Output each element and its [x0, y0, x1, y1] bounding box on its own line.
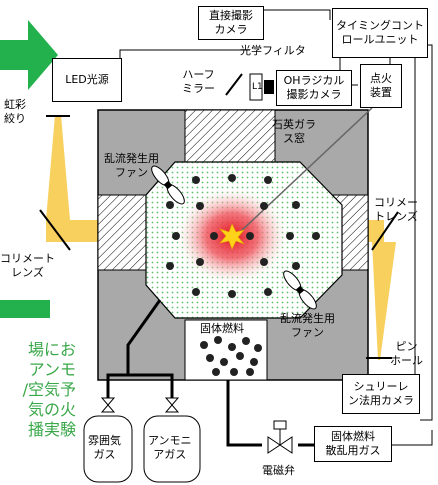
fuel-particle-dot [220, 358, 228, 366]
fuel-particle-dot [200, 341, 208, 349]
particle-dot [166, 262, 174, 270]
filter-mark-label: L1 [252, 82, 263, 92]
optical-filter-label: 光学フィルタ [240, 44, 306, 57]
solid-fuel-gas-box: 固体燃料 散乱用ガス [314, 426, 392, 462]
particle-dot [172, 232, 180, 240]
oh-camera-box: OHラジカル 撮影カメラ [276, 70, 352, 106]
particle-dot [292, 201, 300, 209]
particle-dot [312, 232, 320, 240]
light-beam-vertical-right [372, 242, 396, 360]
quartz-window-label: 石英ガラ ス窓 [272, 118, 316, 145]
particle-dot [196, 258, 204, 266]
particle-dot [264, 288, 272, 296]
ignition-electrode [239, 107, 373, 233]
spark-icon [219, 223, 245, 250]
window-left [97, 194, 147, 271]
particles-layer [166, 174, 320, 298]
particle-dot [166, 201, 174, 209]
solenoid-valve-label: 電磁弁 [262, 464, 295, 477]
wire-timing-right [420, 44, 433, 421]
collimator-lens-left-icon [39, 209, 71, 251]
fan-bottom-label: 乱流発生用 ファン [280, 312, 335, 339]
particle-dot [260, 258, 268, 266]
fuel-particle-dot [228, 343, 236, 351]
ammonia-gas-label: アンモニ アガス [148, 434, 192, 461]
particle-dot [246, 232, 254, 240]
particle-dot [292, 262, 300, 270]
collimator-right-label: コリメー トレンズ [374, 196, 418, 223]
light-beam-vertical-left [46, 115, 70, 220]
direct-camera-box: 直接撮影 カメラ [198, 6, 264, 40]
fuel-particle-dot [236, 352, 244, 360]
solid-fuel-label: 固体燃料 [200, 322, 244, 335]
fuel-particle-dot [254, 344, 262, 352]
collimator-left-label: コリメート レンズ [0, 252, 55, 279]
fuel-particle-dot [246, 368, 254, 376]
green-arrow-icon [0, 20, 58, 90]
fan-top-icon [151, 165, 185, 205]
valve-ammonia-icon [164, 397, 180, 413]
particle-dot [264, 176, 272, 184]
gas-pipe-solid-fuel [226, 380, 262, 447]
fuel-particle-dot [206, 354, 214, 362]
collimator-lens-right-icon [371, 211, 399, 251]
gas-pipe-chamber [126, 299, 162, 365]
particle-dot [228, 174, 236, 182]
cylinder-ammonia [143, 415, 201, 483]
solenoid-valve-icon [267, 420, 293, 454]
green-bar [0, 300, 50, 318]
half-mirror-icon [225, 73, 243, 96]
fuel-particle-dot [214, 336, 222, 344]
schlieren-camera-box: シュリーレ ン法用カメラ [342, 374, 420, 414]
particle-dot [192, 288, 200, 296]
fan-top-label: 乱流発生用 ファン [104, 152, 159, 179]
timing-unit-box: タイミングコント ロールユニット [332, 8, 428, 58]
fuel-particle-dot [230, 368, 238, 376]
led-source-box: LED光源 [52, 58, 122, 102]
particle-dot [260, 202, 268, 210]
quartz-window-top [184, 109, 276, 166]
solid-fuel-particles [200, 336, 262, 376]
iris-label: 虹彩 絞り [4, 98, 26, 125]
particle-dot [210, 232, 218, 240]
side-caption: 場にお アンモ /空気予 気の火 播実験 [22, 340, 76, 439]
fuel-particle-dot [250, 358, 258, 366]
fuel-particle-dot [242, 337, 250, 345]
half-mirror-label: ハーフ ミラー [182, 68, 215, 95]
cylinder-atmosphere [83, 415, 133, 483]
particle-dot [228, 290, 236, 298]
particle-dot [196, 202, 204, 210]
fuel-particle-dot [212, 368, 220, 376]
gas-pipe-manifold [106, 373, 174, 400]
particle-dot [286, 232, 294, 240]
atmosphere-gas-label: 雰囲気 ガス [88, 434, 121, 461]
ignition-box: 点火 装置 [360, 64, 402, 108]
optical-filter-icon [249, 73, 263, 101]
particle-dot [192, 176, 200, 184]
pinhole-label: ピン ホール [390, 340, 423, 367]
valve-atmosphere-icon [100, 397, 116, 413]
fan-bottom-icon [283, 270, 317, 310]
